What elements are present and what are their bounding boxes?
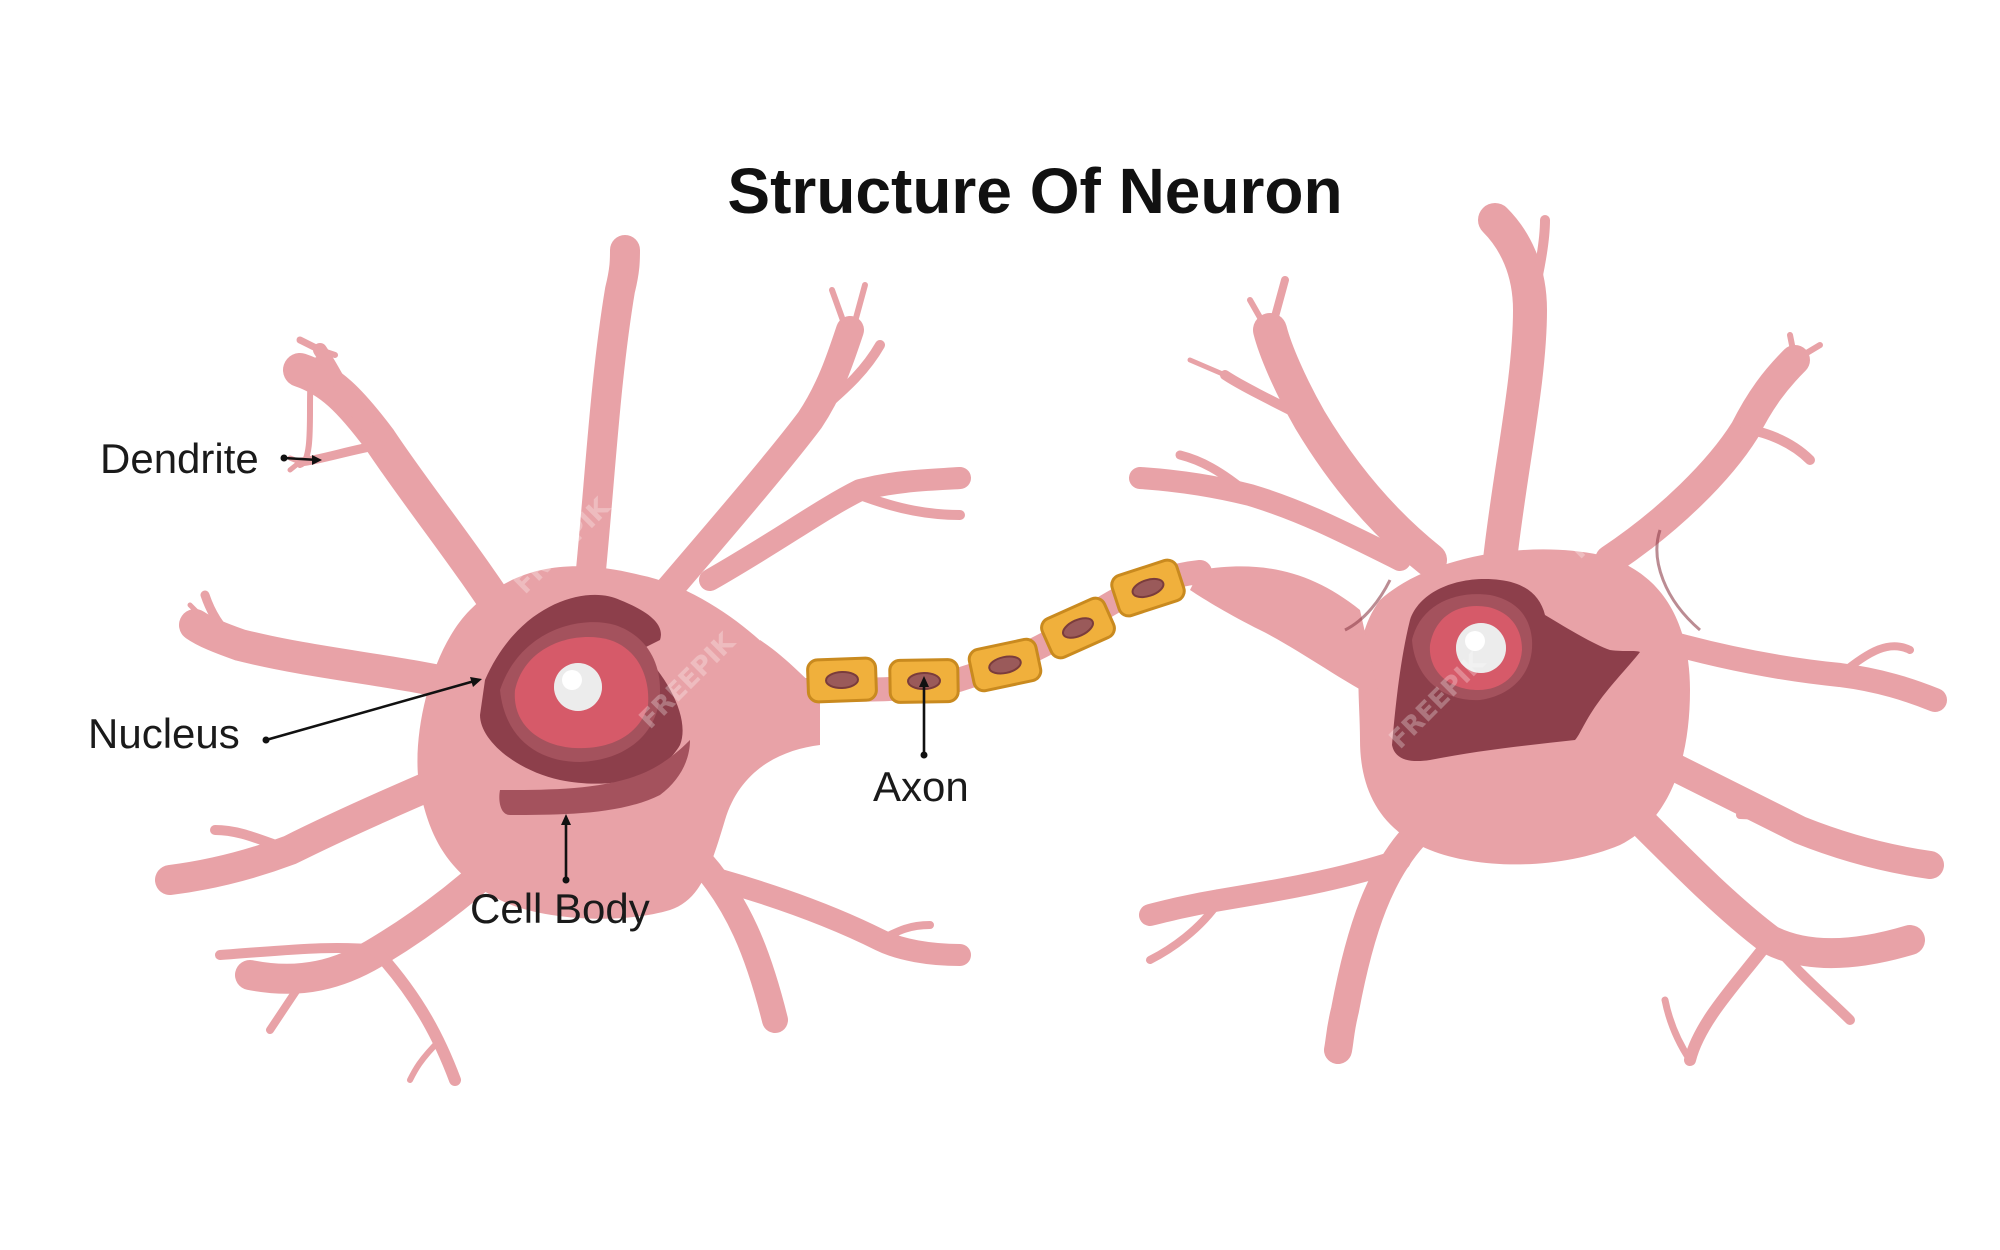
- left-nucleus: [480, 594, 690, 815]
- label-axon: Axon: [873, 763, 969, 810]
- myelin-segment: [1110, 558, 1186, 618]
- right-neuron-dendrites: [1129, 203, 1947, 1066]
- myelin-segment: [1040, 596, 1116, 660]
- labels: Dendrite Nucleus Cell Body Axon: [88, 435, 969, 932]
- myelin-segment: [967, 637, 1043, 693]
- myelin-segment: [806, 656, 878, 704]
- label-dendrite: Dendrite: [100, 435, 259, 482]
- myelin-sheaths: [806, 558, 1186, 704]
- left-nucleus-fragment: [499, 740, 690, 815]
- diagram-title: Structure Of Neuron: [727, 155, 1342, 227]
- right-nucleus: [1392, 579, 1640, 762]
- axon: [793, 558, 1212, 704]
- leader-nucleus: [265, 678, 479, 742]
- label-cell-body: Cell Body: [470, 885, 650, 932]
- label-nucleus: Nucleus: [88, 710, 240, 757]
